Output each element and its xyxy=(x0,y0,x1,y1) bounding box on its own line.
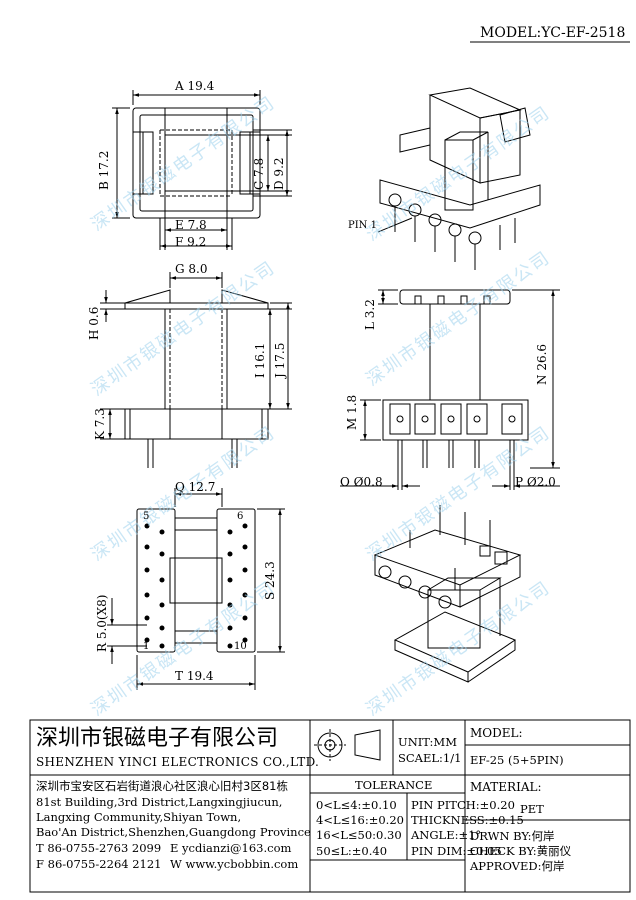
dim-label-s: S 24.3 xyxy=(263,561,277,600)
dim-label-b: B 17.2 xyxy=(97,150,111,190)
dim-label-l: L 3.2 xyxy=(363,299,377,330)
pin-spec-3: ANGLE:±1° xyxy=(411,828,482,842)
tolerance-row-2: 4<L≤16:±0.20 xyxy=(316,813,404,827)
dim-label-f: F 9.2 xyxy=(175,235,207,249)
pin1-label: PIN 1 xyxy=(348,220,377,231)
dim-label-a: A 19.4 xyxy=(175,79,215,93)
address-en-line-2: Langxing Community,Shiyan Town, xyxy=(36,810,242,824)
dim-label-c: C 7.8 xyxy=(252,157,266,190)
dim-label-q: Q 12.7 xyxy=(175,480,216,494)
model-value: EF-25 (5+5PIN) xyxy=(470,753,564,767)
tolerance-row-3: 16<L≤50:0.30 xyxy=(316,828,402,842)
side-view-pins xyxy=(389,403,523,468)
dim-label-p: P Ø2.0 xyxy=(515,475,556,489)
fax: F 86-0755-2264 2121 xyxy=(36,857,162,871)
tolerance-row-1: 0<L≤4:±0.10 xyxy=(316,798,397,812)
website[interactable]: W www.ycbobbin.com xyxy=(170,857,299,871)
dim-label-m: M 1.8 xyxy=(345,394,359,430)
dim-label-n: N 26.6 xyxy=(535,343,549,385)
telephone: T 86-0755-2763 2099 xyxy=(36,841,162,855)
pin-number-5: 5 xyxy=(143,511,150,522)
address-en-line-1: 81st Building,3rd District,Langxingjiucu… xyxy=(36,795,283,809)
company-name-cn: 深圳市银磁电子有限公司 xyxy=(36,726,279,751)
dim-label-o: O Ø0.8 xyxy=(340,475,383,489)
dim-label-r: R 5.0(X8) xyxy=(95,594,109,652)
dim-label-d: D 9.2 xyxy=(272,157,286,190)
pin-spec-4: PIN DIM:±0.05 xyxy=(411,844,502,858)
material-value: PET xyxy=(520,802,544,816)
isometric-view-bottom xyxy=(373,505,522,683)
tolerance-title: TOLERANCE xyxy=(355,778,433,792)
address-cn: 深圳市宝安区石岩街道浪心社区浪心旧村3区81栋 xyxy=(36,779,288,793)
scale-label: SCAEL:1/1 xyxy=(398,751,462,765)
checked-by: CHECK BY:黄丽仪 xyxy=(470,844,572,858)
dim-label-j: J 17.5 xyxy=(273,342,287,378)
iso-pins-top xyxy=(388,193,516,270)
side-view xyxy=(340,289,560,490)
bottom-view-holes xyxy=(144,523,248,649)
address-en-line-3: Bao'An District,Shenzhen,Guangdong Provi… xyxy=(36,825,311,839)
dim-label-k: K 7.3 xyxy=(93,408,107,440)
iso-pins-bottom xyxy=(378,505,508,609)
dim-label-i: I 16.1 xyxy=(253,342,267,378)
pin-number-6: 6 xyxy=(237,511,244,522)
company-name-en: SHENZHEN YINCI ELECTRONICS CO.,LTD. xyxy=(36,755,320,769)
email[interactable]: E ycdianzi@163.com xyxy=(170,841,292,855)
pin-number-1: 1 xyxy=(143,641,150,652)
pin-number-10: 10 xyxy=(234,641,247,652)
material-label: MATERIAL: xyxy=(470,780,542,794)
model-header: MODEL:YC-EF-2518 xyxy=(480,25,626,41)
model-label: MODEL: xyxy=(470,726,523,740)
front-view xyxy=(100,272,292,468)
pin-spec-1: PIN PITCH:±0.20 xyxy=(411,798,515,812)
dim-label-h: H 0.6 xyxy=(87,306,101,340)
pin-spec-2: THICKNESS:±0.15 xyxy=(411,813,524,827)
top-view xyxy=(112,90,292,250)
isometric-view-top xyxy=(377,87,541,270)
dim-label-g: G 8.0 xyxy=(175,262,208,276)
unit-label: UNIT:MM xyxy=(398,735,457,749)
drawn-by: DRWN BY:何岸 xyxy=(470,829,555,843)
dim-label-t: T 19.4 xyxy=(175,669,214,683)
tolerance-row-4: 50≤L:±0.40 xyxy=(316,844,388,858)
approved-by: APPROVED:何岸 xyxy=(470,859,565,873)
bottom-view xyxy=(107,488,285,690)
dim-label-e: E 7.8 xyxy=(175,218,207,232)
title-block-lines xyxy=(29,719,631,893)
